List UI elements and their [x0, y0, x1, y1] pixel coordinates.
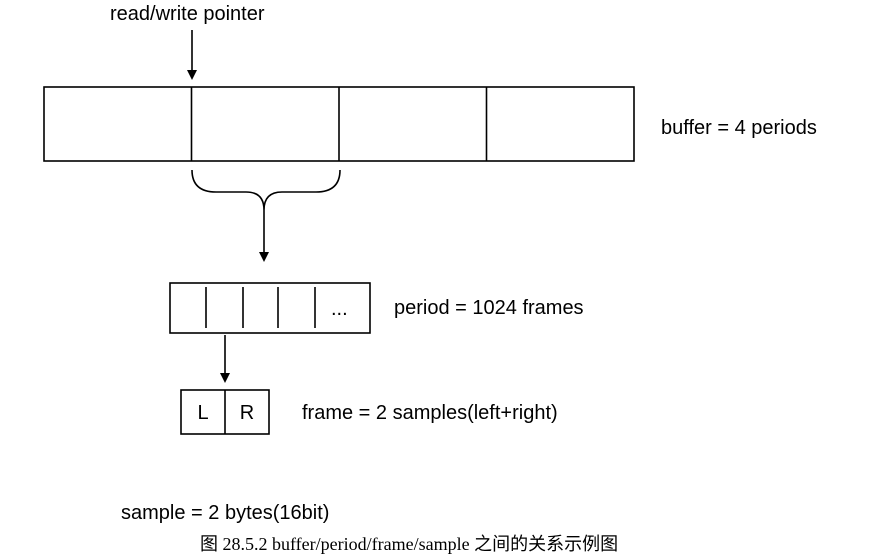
- buffer-box: [43, 86, 635, 162]
- frame-left-sample: L: [197, 402, 208, 424]
- frame-right-sample: R: [240, 402, 254, 424]
- frame-label: frame = 2 samples(left+right): [302, 402, 558, 424]
- figure-caption: 图 28.5.2 buffer/period/frame/sample 之间的关…: [200, 534, 618, 554]
- frame-box: L R: [180, 389, 270, 435]
- pointer-label: read/write pointer: [110, 3, 265, 25]
- period-label: period = 1024 frames: [394, 297, 584, 319]
- period-box: ...: [169, 282, 371, 334]
- buffer-label: buffer = 4 periods: [661, 117, 817, 139]
- period-brace: [191, 169, 341, 211]
- period-outline: [169, 282, 371, 334]
- period-ellipsis: ...: [331, 298, 348, 320]
- sample-label: sample = 2 bytes(16bit): [121, 502, 329, 524]
